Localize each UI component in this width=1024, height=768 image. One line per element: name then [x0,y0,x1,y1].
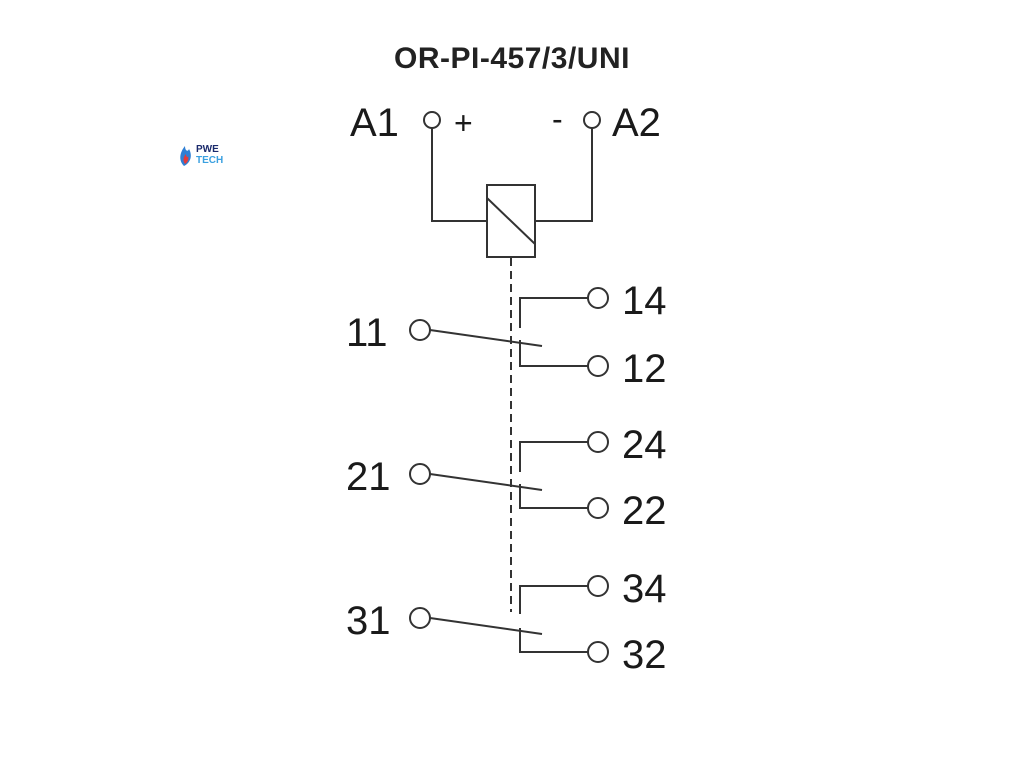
contact-set-1: 11 14 12 [346,279,667,391]
logo-line1: PWE [196,144,219,155]
contact-common-label: 11 [346,311,388,355]
terminal-a2 [583,111,601,129]
terminal-label-a2: A2 [612,101,661,145]
polarity-plus-label: + [454,105,473,141]
contact-blade [429,617,543,635]
relay-coil-slash [486,197,536,245]
terminal-a1 [423,111,441,129]
contact-no-label: 34 [622,567,667,611]
contact-no-label: 14 [622,279,667,323]
contact-common-label: 31 [346,599,391,643]
polarity-minus-label: - [552,101,563,137]
contact-nc-wire [519,628,588,653]
contact-nc-label: 32 [622,633,667,677]
logo-line2: TECH [196,155,223,166]
contact-nc-wire [519,484,588,509]
contact-blade [429,329,543,347]
coil-section: A1 + - A2 [350,101,661,258]
contact-no-terminal [587,431,609,453]
contact-set-2: 21 24 22 [346,423,667,533]
pwe-tech-logo: PWE TECH [180,144,223,166]
contact-no-label: 24 [622,423,667,467]
coil-wire-a2 [535,128,593,222]
flame-accent-icon [183,154,189,164]
contact-no-wire [519,441,588,472]
contact-nc-wire [519,340,588,367]
contact-nc-label: 12 [622,347,667,391]
contact-no-wire [519,585,588,614]
contact-common-terminal [409,319,431,341]
contact-nc-terminal [587,497,609,519]
relay-coil [486,184,536,258]
contact-set-3: 31 34 32 [346,567,667,677]
contact-blade [429,473,543,491]
contact-common-label: 21 [346,455,391,499]
diagram-title: OR-PI-457/3/UNI [394,42,630,75]
terminal-label-a1: A1 [350,101,399,145]
contact-nc-label: 22 [622,489,667,533]
contact-common-terminal [409,463,431,485]
contact-no-wire [519,297,588,328]
coil-wire-a1 [431,128,487,222]
contact-no-terminal [587,575,609,597]
contact-nc-terminal [587,641,609,663]
contact-common-terminal [409,607,431,629]
contact-nc-terminal [587,355,609,377]
contact-no-terminal [587,287,609,309]
